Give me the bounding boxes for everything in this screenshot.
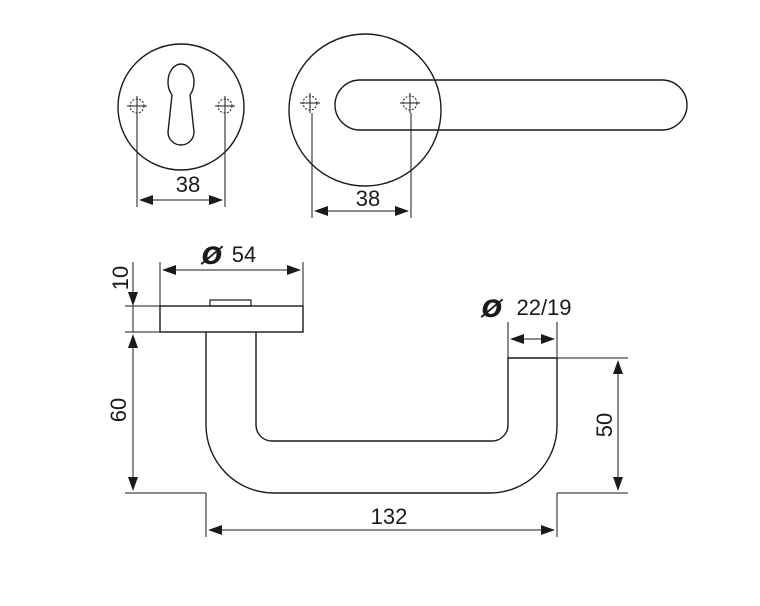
grip-diameter-dimension-line (510, 334, 555, 344)
grip-diameter-symbol: Ø (480, 295, 504, 323)
lever-drop-dimension-line (613, 360, 623, 491)
keyhole-outline (167, 63, 195, 146)
escutcheon-spacing-label: 38 (176, 172, 200, 197)
rose-spacing-dimension-line (314, 206, 409, 216)
lever-outer-profile (205, 332, 558, 494)
lever-arm-outline (334, 79, 688, 131)
lever-drop-label: 50 (592, 413, 617, 437)
rose-plate-side (159, 305, 304, 333)
rose-spacing-label: 38 (356, 186, 380, 211)
projection-dimension-line (208, 525, 555, 535)
projection-label: 132 (371, 504, 408, 529)
screw-mark-lever (400, 93, 420, 113)
grip-diameter-label: 22/19 (516, 295, 571, 320)
rose-thickness-dimension-line (128, 262, 138, 332)
rose-outline (288, 33, 442, 187)
escutcheon-spacing-dimension-line (139, 195, 223, 205)
escutcheon-outline (117, 43, 245, 171)
screw-mark-left (127, 96, 147, 116)
handle-height-dimension-line (128, 334, 138, 491)
rose-diameter-label: 54 (232, 242, 256, 267)
rose-diameter-symbol: Ø (200, 242, 224, 270)
rose-diameter-dimension-line (162, 265, 301, 275)
handle-height-label: 60 (106, 398, 131, 422)
rose-clip-tab (209, 299, 252, 307)
screw-mark-right (215, 96, 235, 116)
lever-side-view: Ø 54 10 60 Ø 22/19 (106, 242, 628, 537)
escutcheon-front-view: 38 (117, 43, 245, 207)
screw-mark-rose (300, 93, 320, 113)
rose-thickness-label: 10 (108, 266, 133, 290)
lever-front-view: 38 (288, 33, 688, 218)
